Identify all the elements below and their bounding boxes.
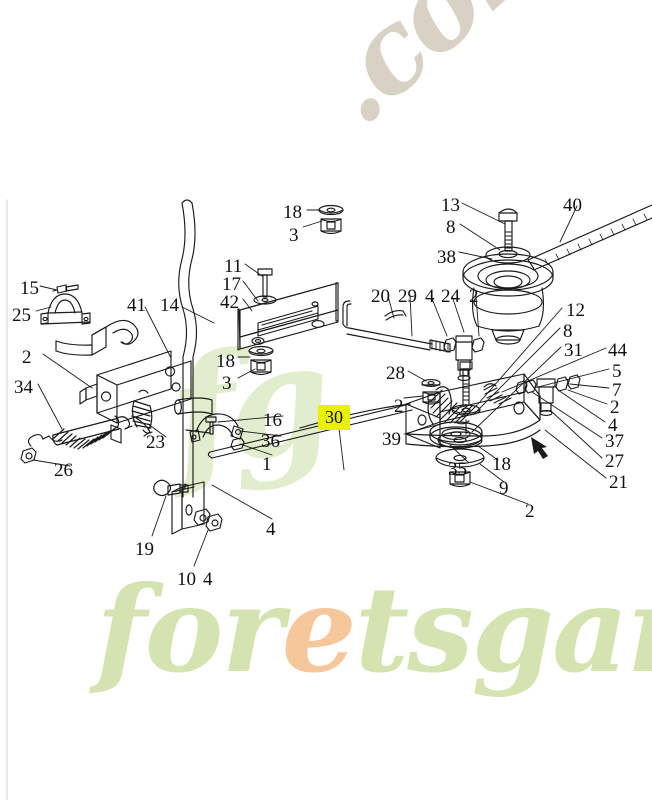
- callout-3: 3: [289, 225, 299, 246]
- part-11-bolt: [257, 268, 273, 298]
- callout-9: 9: [499, 478, 509, 499]
- part-25-clamp: [40, 293, 91, 325]
- part-2-nut-joint: [471, 337, 485, 353]
- callout-36: 36: [261, 431, 280, 452]
- part-27-arrow-pointer: [531, 437, 548, 459]
- callout-37: 37: [605, 431, 624, 452]
- callout-35: 35: [448, 459, 467, 480]
- callout-14: 14: [160, 295, 179, 316]
- part-18-washer-right: [437, 431, 483, 449]
- part-34-spring: [27, 415, 133, 450]
- callout-17: 17: [222, 274, 241, 295]
- callout-13: 13: [441, 195, 460, 216]
- callout-2: 2: [394, 396, 404, 417]
- part-28-nut: [421, 379, 441, 387]
- callout-41: 41: [127, 295, 146, 316]
- callout-4: 4: [203, 569, 213, 590]
- callout-8: 8: [446, 217, 456, 238]
- part-long-lever-rod: [178, 199, 198, 498]
- callout-31: 31: [564, 340, 583, 361]
- callout-12: 12: [566, 300, 585, 321]
- callout-30-highlighted[interactable]: 30: [318, 405, 350, 430]
- callout-2: 2: [610, 397, 620, 418]
- part-12-bolt: [459, 361, 473, 406]
- callout-19: 19: [135, 539, 154, 560]
- callout-16: 16: [263, 410, 282, 431]
- part-14-bracket: [55, 319, 213, 444]
- callout-5: 5: [612, 361, 622, 382]
- part-18-washer-top: [318, 204, 344, 216]
- callout-26: 26: [54, 460, 73, 481]
- part-39-rod: [182, 403, 413, 489]
- part-23-spring: [131, 389, 153, 434]
- callout-15: 15: [20, 278, 39, 299]
- callout-34: 34: [14, 377, 33, 398]
- part-13-bolt: [498, 208, 518, 252]
- callout-21: 21: [609, 472, 628, 493]
- callout-2: 2: [22, 347, 32, 368]
- callout-11: 11: [224, 256, 243, 277]
- callout-42: 42: [220, 292, 239, 313]
- callout-2: 2: [525, 501, 535, 522]
- part-38-pulley: [462, 246, 554, 345]
- callout-4: 4: [266, 519, 276, 540]
- part-16-bolt: [205, 416, 217, 435]
- callout-8: 8: [563, 321, 573, 342]
- part-2-nut-cluster: [555, 376, 569, 392]
- callout-38: 38: [437, 247, 456, 268]
- part-10-nut: [193, 508, 211, 526]
- part-17-washer: [253, 295, 277, 305]
- part-39-spring: [427, 386, 478, 425]
- part-40-belt: [527, 204, 652, 271]
- callout-7: 7: [612, 380, 622, 401]
- callout-18: 18: [283, 202, 302, 223]
- part-3-nut-top: [320, 218, 342, 235]
- callout-27: 27: [605, 451, 624, 472]
- callout-20: 20: [371, 286, 390, 307]
- part-37-stud-body: [536, 378, 556, 416]
- callout-25: 25: [12, 305, 31, 326]
- part-29-rod: [342, 300, 451, 353]
- part-20-clip: [384, 309, 407, 321]
- callout-2: 2: [469, 286, 479, 307]
- part-26-washer: [20, 447, 37, 464]
- part-4-nut-cluster: [567, 374, 581, 390]
- callout-18: 18: [492, 454, 511, 475]
- part-1-nut: [230, 437, 245, 451]
- part-24-ball-joint: [455, 335, 473, 382]
- callout-39: 39: [382, 429, 401, 450]
- callout-29: 29: [398, 286, 417, 307]
- part-4-nut-joint: [443, 337, 457, 353]
- callout-40: 40: [563, 195, 582, 216]
- callout-3: 3: [222, 373, 232, 394]
- callout-10: 10: [177, 569, 196, 590]
- callout-24: 24: [441, 286, 460, 307]
- callout-28: 28: [386, 363, 405, 384]
- callout-44: 44: [608, 340, 627, 361]
- part-3-nut-mid: [250, 359, 272, 376]
- part-15-bolt: [52, 284, 79, 294]
- part-18-washer-mid: [248, 345, 274, 357]
- part-42-plate: [237, 282, 339, 351]
- callout-23: 23: [146, 432, 165, 453]
- callout-1: 1: [262, 454, 272, 475]
- part-4-nut-lower: [205, 513, 223, 532]
- part-5-nut: [524, 379, 537, 394]
- part-lower-shaft-block: [171, 481, 205, 535]
- part-2-nut-right: [449, 471, 471, 488]
- callout-4: 4: [608, 415, 618, 436]
- callout-18: 18: [216, 351, 235, 372]
- part-9-washer-right: [435, 448, 485, 468]
- callout-4: 4: [425, 286, 435, 307]
